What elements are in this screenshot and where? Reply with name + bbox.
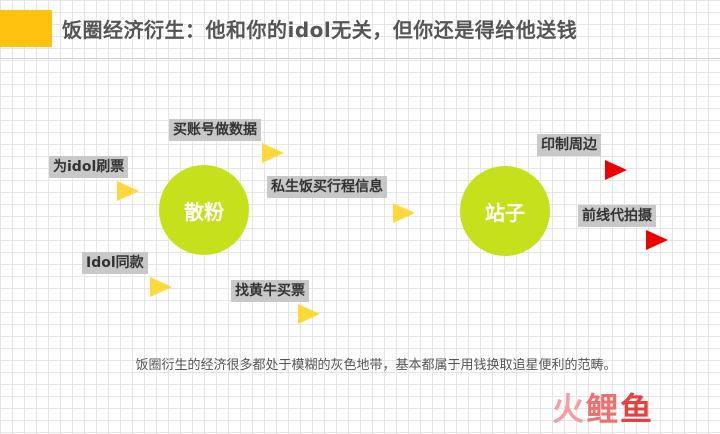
tag-brush-tickets: 为idol刷票 (49, 156, 129, 178)
watermark-logo: 火鲤鱼 (552, 384, 654, 430)
watermark-char: 鱼 (620, 390, 655, 428)
tag-buy-accounts: 买账号做数据 (169, 119, 261, 141)
watermark-char: 火 (552, 390, 587, 428)
arrow-yellow-icon (262, 143, 284, 163)
tag-idol-same-style: Idol同款 (82, 252, 148, 274)
tag-private-itinerary: 私生饭买行程信息 (267, 176, 387, 198)
tag-front-line-photos: 前线代拍摄 (578, 205, 656, 227)
tag-printed-merch: 印制周边 (537, 134, 601, 156)
arrow-yellow-icon (117, 181, 139, 201)
title-accent-bar (0, 10, 52, 47)
arrow-yellow-icon (298, 304, 320, 324)
arrow-red-icon (646, 230, 668, 250)
node-casual-fans: 散粉 (159, 165, 249, 255)
watermark-char: 鲤 (586, 390, 621, 428)
arrow-yellow-icon (150, 277, 172, 297)
arrow-red-icon (605, 160, 627, 180)
caption-text: 饭圈衍生的经济很多都处于模糊的灰色地带，基本都属于用钱换取追星便利的范畴。 (135, 358, 617, 373)
tag-scalper-tickets: 找黄牛买票 (231, 280, 309, 302)
title-divider (0, 58, 720, 59)
node-fansite: 站子 (460, 166, 550, 256)
arrow-yellow-icon (393, 203, 415, 223)
page-title: 饭圈经济衍生：他和你的idol无关，但你还是得给他送钱 (62, 18, 578, 42)
